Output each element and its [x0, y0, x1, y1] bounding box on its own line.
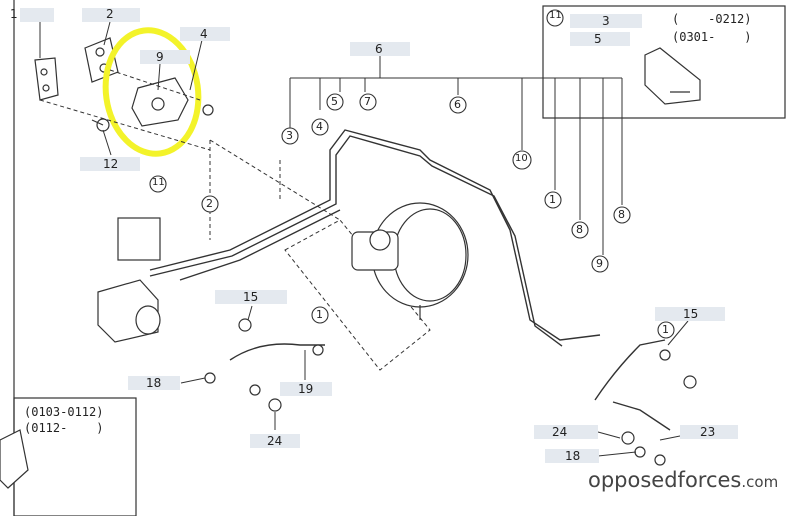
label-tag — [250, 434, 300, 448]
inset-date-bottom-1: (0103-0112) — [24, 405, 104, 419]
abs-unit — [97, 217, 161, 343]
callout-18b: 18 — [565, 449, 581, 463]
brand-watermark: opposedforces.com — [588, 468, 778, 492]
circled-text-10: 10 — [515, 153, 528, 164]
circled-text-1: 1 — [549, 193, 556, 206]
circled-6 — [449, 96, 467, 114]
circled-2 — [201, 195, 219, 213]
circled-9 — [591, 255, 609, 273]
circled-text-6: 6 — [454, 98, 461, 111]
circled-11-inset — [546, 9, 564, 27]
bracket-part — [34, 57, 59, 101]
circled-3 — [281, 127, 299, 145]
brand-suffix: .com — [741, 473, 779, 491]
callout-23: 23 — [700, 425, 716, 439]
circled-8b — [613, 206, 631, 224]
circled-text-1c: 1 — [662, 323, 669, 336]
label-tag — [280, 382, 332, 396]
bolt-part — [91, 118, 110, 132]
label-tag — [82, 8, 140, 22]
callout-12: 12 — [103, 157, 119, 171]
label-tag — [545, 449, 599, 463]
inset-date-bottom-2: (0112- ) — [24, 421, 104, 435]
label-tag — [215, 290, 287, 304]
callout-1: 1 — [10, 7, 18, 21]
circled-text-4: 4 — [316, 120, 323, 133]
inset-box-top — [542, 5, 786, 119]
circled-7 — [359, 93, 377, 111]
label-tag — [80, 157, 140, 171]
callout-5: 5 — [594, 32, 602, 46]
label-tag — [655, 307, 725, 321]
label-tag — [20, 8, 54, 22]
label-tag — [128, 376, 180, 390]
callout-4: 4 — [200, 27, 208, 41]
rear-brake-hose — [621, 349, 697, 466]
label-tag — [570, 14, 642, 28]
callout-24b: 24 — [552, 425, 568, 439]
label-tag — [570, 32, 630, 46]
label-tag — [350, 42, 410, 56]
circled-text-3: 3 — [286, 129, 293, 142]
inset-date-top-1: ( -0212) — [672, 12, 752, 26]
circled-text-2: 2 — [206, 197, 213, 210]
callout-leaders — [39, 21, 701, 457]
circled-4 — [311, 118, 329, 136]
circled-1b — [311, 306, 329, 324]
circled-text-1b: 1 — [316, 308, 323, 321]
label-tag — [180, 27, 230, 41]
callout-9: 9 — [156, 50, 164, 64]
label-tag — [534, 425, 598, 439]
leader-lines — [39, 69, 431, 371]
circled-text-8: 8 — [576, 223, 583, 236]
callout-6: 6 — [375, 42, 383, 56]
callout-3: 3 — [602, 14, 610, 28]
label-tag — [680, 425, 738, 439]
callout-24: 24 — [267, 434, 283, 448]
front-brake-hose — [204, 318, 324, 412]
circled-text-9: 9 — [596, 257, 603, 270]
callout-19: 19 — [298, 382, 314, 396]
circled-10 — [512, 150, 532, 170]
circled-1 — [544, 191, 562, 209]
callout-15b: 15 — [683, 307, 699, 321]
label-tag — [140, 50, 190, 64]
callout-15: 15 — [243, 290, 259, 304]
inset-date-top-2: (0301- ) — [672, 30, 752, 44]
brake-booster — [351, 202, 469, 320]
circled-callouts — [149, 9, 675, 339]
brake-pipes — [149, 129, 671, 431]
circled-8 — [571, 221, 589, 239]
abs-fragment — [0, 429, 29, 489]
callout-18: 18 — [146, 376, 162, 390]
circled-text-11: 11 — [549, 10, 562, 21]
callout-2: 2 — [106, 7, 114, 21]
brand-name: opposedforces — [588, 468, 742, 492]
circled-11 — [149, 175, 167, 193]
pipe-clip — [644, 47, 701, 105]
circled-text-7: 7 — [364, 95, 371, 108]
circled-5 — [326, 93, 344, 111]
highlight-circle — [102, 27, 202, 157]
circled-text-5: 5 — [331, 95, 338, 108]
circled-1c — [657, 321, 675, 339]
proportioning-valve — [131, 77, 214, 127]
circled-text-11b: 11 — [152, 177, 165, 188]
circled-text-8b: 8 — [618, 208, 625, 221]
